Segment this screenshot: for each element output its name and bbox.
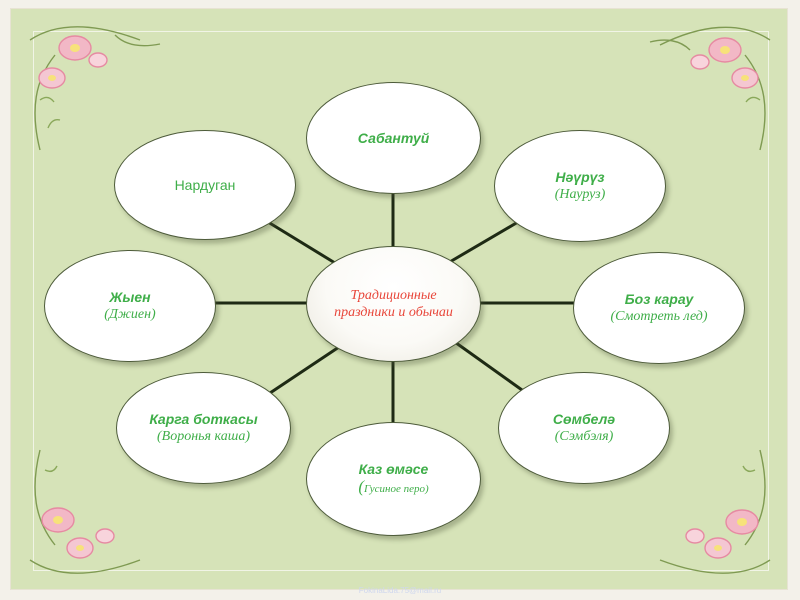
node-kaz-omase-paren: ( <box>358 477 364 496</box>
corner-flowers-top-right-icon <box>649 26 771 151</box>
node-zhyen-label: Жыен <box>109 289 151 305</box>
node-boz-karau: Боз карау (Смотреть лед) <box>573 252 745 364</box>
node-karga-botkasy-sublabel: (Воронья каша) <box>157 429 250 444</box>
node-kaz-omase-subtext: Гусиное перо) <box>363 483 429 495</box>
node-boz-karau-sublabel: (Смотреть лед) <box>610 309 708 324</box>
footer-email: FokinaLida.75@mail.ru <box>358 586 442 595</box>
center-label: Традиционные праздники и обычаи <box>334 288 453 320</box>
node-sabantuy-label: Сабантуй <box>357 130 430 146</box>
node-karga-botkasy-label: Карга боткасы <box>149 411 258 427</box>
node-karga-botkasy: Карга боткасы (Воронья каша) <box>116 372 291 484</box>
corner-flowers-bottom-left-icon <box>29 449 141 574</box>
node-nauruz-label: Нәүрүз <box>555 169 605 185</box>
node-sombela: Сөмбелә (Сэмбэля) <box>498 372 670 484</box>
center-node: Традиционные праздники и обычаи <box>306 246 481 362</box>
node-zhyen-sublabel: (Джиен) <box>104 307 156 322</box>
inner-frame <box>33 31 769 571</box>
corner-flowers-top-left-icon <box>29 26 161 151</box>
connector-narduhan <box>267 220 336 265</box>
connector-karga-botkasy <box>269 343 343 395</box>
node-sabantuy: Сабантуй <box>306 82 481 194</box>
node-sombela-sublabel: (Сэмбэля) <box>554 429 614 444</box>
connector-nauruz <box>447 220 519 265</box>
node-nauruz: Нәүрүз (Науруз) <box>494 130 666 242</box>
node-narduhan-label: Нардуган <box>174 177 236 193</box>
node-nauruz-sublabel: (Науруз) <box>554 187 606 202</box>
node-narduhan: Нардуган <box>114 130 296 240</box>
connector-sombela <box>451 338 523 392</box>
node-zhyen: Жыен (Джиен) <box>44 250 216 362</box>
node-kaz-omase: Каз өмәсе (Гусиное перо) <box>306 422 481 536</box>
node-kaz-omase-sublabel: (Гусиное перо) <box>358 478 428 498</box>
node-boz-karau-label: Боз карау <box>624 291 694 307</box>
node-sombela-label: Сөмбелә <box>552 411 616 427</box>
node-kaz-omase-label: Каз өмәсе <box>358 461 429 477</box>
corner-flowers-bottom-right-icon <box>659 449 771 574</box>
